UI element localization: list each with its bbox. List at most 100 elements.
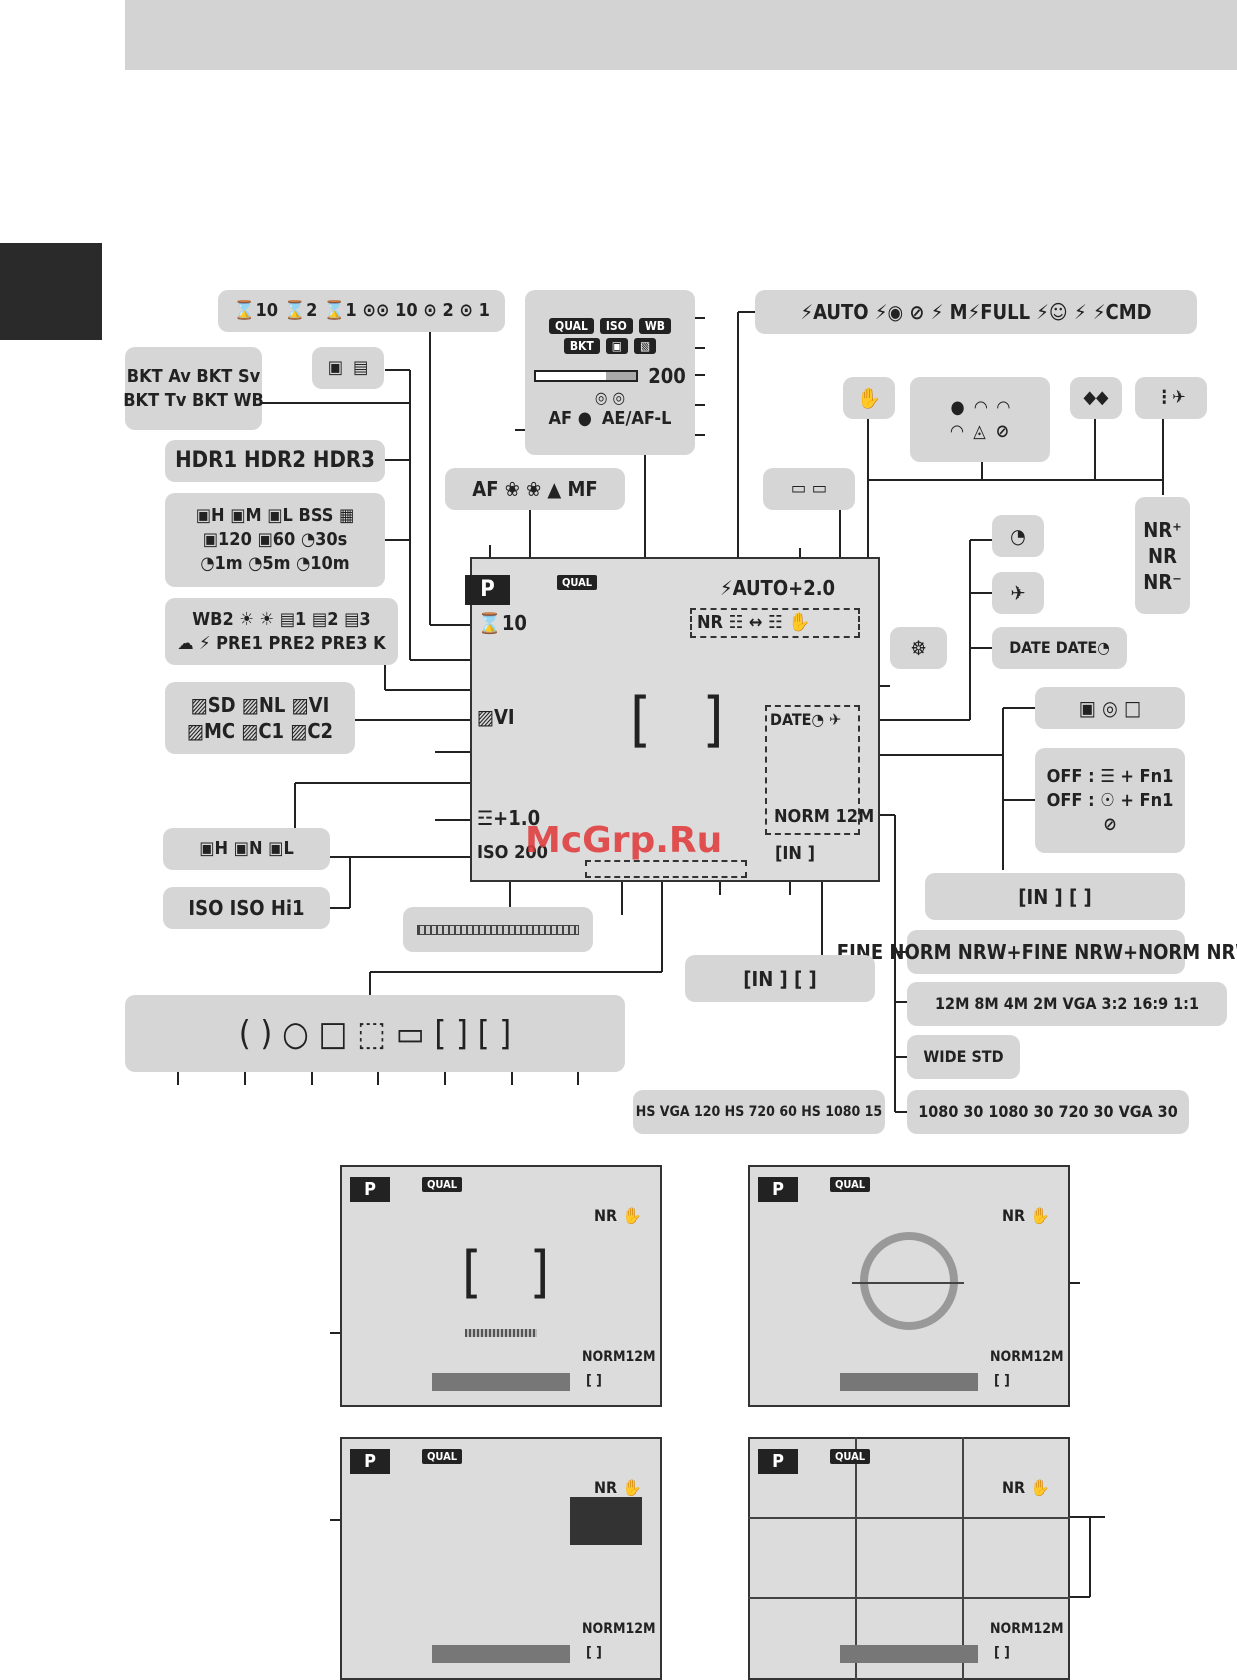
hdr-options: HDR1 HDR2 HDR3	[165, 440, 385, 482]
small-lcd-3-qual: QUAL	[422, 1449, 463, 1464]
battery-options: ▭ ▭	[763, 468, 855, 510]
fn-row-3: ⊘	[1103, 813, 1117, 835]
histogram	[570, 1497, 642, 1545]
nr-plus: NR⁺	[1143, 517, 1182, 542]
camera-icon: ▣	[327, 357, 343, 378]
small-lcd-2-mode: P	[758, 1177, 798, 1202]
dlighting-label: ▣H ▣N ▣L	[199, 838, 294, 859]
lcd-date: DATE◔ ✈	[770, 710, 842, 729]
white-balance-options: WB2 ☀ ☀ ▤1 ▤2 ▤3 ☁ ⚡ PRE1 PRE2 PRE3 K	[165, 598, 398, 665]
pc-row-1: ▨SD ▨NL ▨VI	[190, 693, 330, 717]
quality-label: FINE NORM NRW+FINE NRW+NORM NRW	[836, 940, 1237, 964]
lcd-self-timer: ⌛10	[477, 611, 527, 635]
shooting-mode-badge: P	[465, 575, 510, 605]
lcd-focus-frame: [ ]	[630, 685, 724, 755]
wifi-row-2: ◠◬⊘	[950, 420, 1010, 442]
grid-line-h1	[748, 1517, 1070, 1519]
small-lcd-1-bar	[432, 1373, 570, 1391]
small-lcd-4-mem: [ ]	[994, 1645, 1010, 1661]
iso-options: ISO ISO Hi1	[163, 887, 330, 929]
clock-box: ◔	[992, 515, 1044, 557]
small-lcd-2-bar	[840, 1373, 978, 1391]
continuous-options: ▣H ▣M ▣L BSS ▦ ▣120 ▣60 ◔30s ◔1m ◔5m ◔10…	[165, 493, 385, 587]
quality-options: FINE NORM NRW+FINE NRW+NORM NRW	[837, 930, 1237, 974]
lcd-flash: ⚡AUTO+2.0	[720, 576, 836, 600]
lcd-norm: NORM 12M	[774, 806, 875, 827]
small-lcd-1-norm: NORM12M	[582, 1349, 656, 1365]
chip-iso: ISO	[599, 317, 633, 334]
metering-label: ▣ ◎ □	[1078, 696, 1142, 720]
focus-icon-box: ☸	[890, 627, 947, 669]
small-lcd-4-nr: NR ✋	[1002, 1478, 1051, 1497]
small-lcd-3-norm: NORM12M	[582, 1621, 656, 1637]
date-options: DATE DATE◔	[992, 627, 1127, 669]
continuous-row-3: ◔1m ◔5m ◔10m	[200, 553, 350, 574]
flash-label: ⚡AUTO ⚡◉ ⊘ ⚡ M⚡FULL ⚡☺ ⚡ ⚡CMD	[800, 300, 1152, 324]
grid-line-h2	[748, 1597, 1070, 1599]
battery-label: ▭ ▭	[790, 478, 828, 499]
memory-options: [IN ] [ ]	[925, 873, 1185, 920]
iso-label: ISO ISO Hi1	[188, 896, 305, 920]
vr-icons: ◎ ◎	[594, 387, 626, 407]
small-lcd-3-mode: P	[350, 1449, 390, 1474]
small-lcd-3-nr: NR ✋	[594, 1478, 643, 1497]
wide-label: WIDE STD	[923, 1047, 1004, 1066]
continuous-row-2: ▣120 ▣60 ◔30s	[202, 529, 348, 550]
exposure-slider	[417, 924, 579, 935]
memory-label: [IN ] [ ]	[1018, 884, 1092, 909]
small-lcd-4-qual: QUAL	[830, 1449, 871, 1464]
small-lcd-1-mem: [ ]	[586, 1373, 602, 1389]
metering-options: ▣ ◎ □	[1035, 687, 1185, 729]
small-lcd-1-qual: QUAL	[422, 1177, 463, 1192]
small-lcd-1-slider	[465, 1329, 537, 1337]
bkt-row-2: BKT Tv BKT WB	[123, 389, 264, 411]
exposure-slider-box	[403, 907, 593, 952]
grid-line-v2	[962, 1437, 964, 1680]
hdr-label: HDR1 HDR2 HDR3	[175, 448, 375, 473]
continuous-row-1: ▣H ▣M ▣L BSS ▦	[195, 505, 355, 526]
pc-row-2: ▨MC ▨C1 ▨C2	[186, 719, 334, 743]
plane-box: ✈	[992, 572, 1044, 614]
chip-metering: ▣	[605, 337, 628, 354]
bkt-row-1: BKT Av BKT Sv	[126, 365, 261, 387]
dlighting-options: ▣H ▣N ▣L	[163, 828, 330, 870]
memory-options-small: [IN ] [ ]	[685, 955, 875, 1002]
small-lcd-3-bar	[432, 1645, 570, 1663]
zoom-bar	[534, 369, 639, 382]
focus-mode-label: AF ❀ ❀ ▲ MF	[472, 477, 598, 501]
focus-frame-options: ( ) ○ □ ⬚ ▭ [ ] [ ]	[125, 995, 625, 1072]
small-lcd-3	[340, 1437, 662, 1680]
picture-control-options: ▨SD ▨NL ▨VI ▨MC ▨C1 ▨C2	[165, 682, 355, 754]
flash-modes: ⚡AUTO ⚡◉ ⊘ ⚡ M⚡FULL ⚡☺ ⚡ ⚡CMD	[755, 290, 1197, 334]
hs-movie-label: HS VGA 120 HS 720 60 HS 1080 15	[635, 1104, 883, 1120]
movie-label: 1080 30 1080 30 720 30 VGA 30	[918, 1102, 1178, 1121]
small-lcd-3-mem: [ ]	[586, 1645, 602, 1661]
eyefi-icon: ◆◆	[1083, 387, 1109, 408]
virtual-horizon	[860, 1232, 958, 1330]
ae-af-lock-label: AE/AF-L	[601, 407, 672, 429]
wifi-row-1: ●◠◠	[950, 396, 1010, 418]
chapter-tab	[0, 243, 102, 340]
lcd-picture-control: ▨VI	[477, 705, 515, 729]
header-band	[125, 0, 1237, 70]
gps-box: ⋮✈	[1135, 377, 1207, 419]
small-lcd-4-norm: NORM12M	[990, 1621, 1064, 1637]
lcd-memory: [IN ]	[775, 843, 816, 864]
main-lcd	[470, 557, 880, 882]
self-timer-options: ⌛10 ⌛2 ⌛1 ⊙⊙ 10 ⊙ 2 ⊙ 1	[218, 290, 505, 332]
small-lcd-2-qual: QUAL	[830, 1177, 871, 1192]
chip-wb: WB	[638, 317, 671, 334]
size-options: 12M 8M 4M 2M VGA 3:2 16:9 1:1	[907, 982, 1227, 1026]
vibration-icon: ◎ ◎	[594, 387, 626, 407]
qual-menu-panel: QUAL ISO WB BKT ▣ ▧ 200 ◎ ◎ AF ● AE/AF-L	[525, 290, 695, 455]
lcd-status-strip	[690, 608, 860, 638]
wide-options: WIDE STD	[907, 1035, 1020, 1079]
af-label: AF ●	[548, 407, 592, 429]
nr-options: NR⁺ NR NR⁻	[1135, 497, 1190, 614]
fn-row-1: OFF : ☰ + Fn1	[1046, 765, 1174, 787]
clock-icon: ◔	[1010, 524, 1026, 548]
small-lcd-1-focus: [ ]	[462, 1240, 550, 1305]
wb-row-2: ☁ ⚡ PRE1 PRE2 PRE3 K	[177, 632, 386, 654]
nr-normal: NR	[1148, 543, 1177, 568]
projector-icon: ▤	[353, 357, 369, 378]
